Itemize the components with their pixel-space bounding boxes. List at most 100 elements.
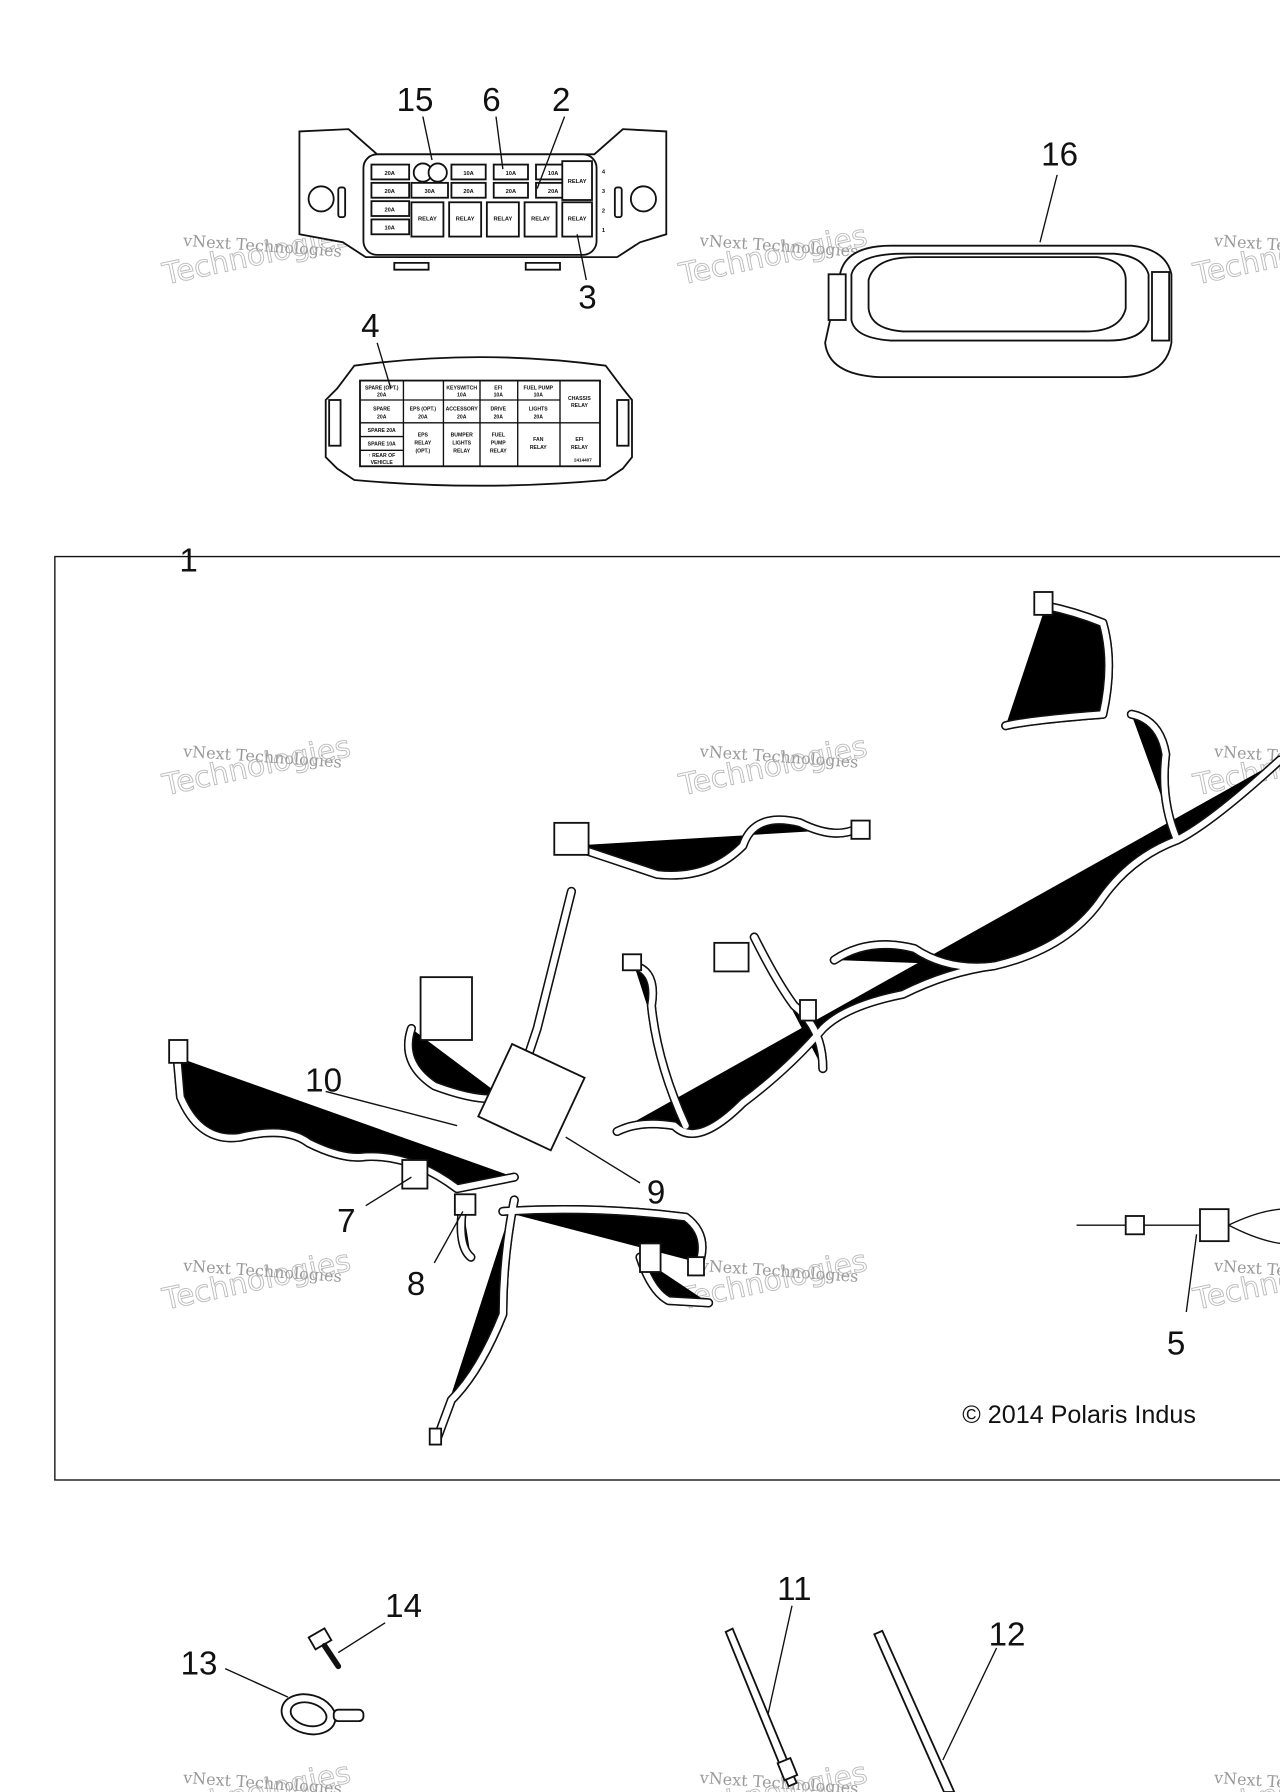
svg-text:SPARE 20A: SPARE 20A: [368, 428, 396, 434]
svg-text:SPARE: SPARE: [373, 406, 391, 412]
svg-text:2414407: 2414407: [574, 458, 592, 463]
svg-text:RELAY: RELAY: [493, 217, 512, 223]
svg-text:10A: 10A: [548, 171, 558, 177]
connector: [1033, 591, 1054, 616]
svg-text:2: 2: [602, 209, 605, 215]
svg-text:20A: 20A: [418, 414, 428, 420]
svg-text:4: 4: [602, 170, 606, 176]
svg-text:PUMP: PUMP: [491, 441, 506, 447]
fuse-box-cover: [824, 244, 1173, 379]
connector: [419, 976, 473, 1041]
svg-text:RELAY: RELAY: [571, 445, 588, 451]
connector: [713, 941, 750, 973]
copyright: © 2014 Polaris Indus: [962, 1401, 1196, 1429]
svg-text:10A: 10A: [534, 393, 544, 399]
connector: [799, 999, 817, 1022]
callout-7: 7: [337, 1203, 355, 1240]
svg-text:SPARE 10A: SPARE 10A: [368, 442, 396, 448]
svg-text:EFI: EFI: [494, 386, 503, 392]
callout-11: 11: [777, 1571, 811, 1608]
connector: [639, 1242, 662, 1273]
svg-text:Technologies: Technologies: [159, 729, 354, 803]
leader-lines: [224, 116, 1198, 1761]
svg-text:RELAY: RELAY: [418, 217, 437, 223]
svg-text:RELAY: RELAY: [568, 179, 587, 185]
svg-text:10A: 10A: [457, 393, 467, 399]
svg-text:RELAY: RELAY: [456, 217, 475, 223]
svg-text:20A: 20A: [494, 414, 504, 420]
svg-text:10A: 10A: [506, 171, 516, 177]
harness-frame: [54, 555, 1280, 1481]
svg-text:Technologies: Technologies: [675, 729, 870, 803]
callout-5: 5: [1167, 1325, 1185, 1362]
svg-text:LIGHTS: LIGHTS: [452, 441, 471, 447]
jumper-harness: [1076, 1208, 1280, 1245]
svg-text:10A: 10A: [494, 393, 504, 399]
svg-text:Technologies: Technologies: [159, 1244, 354, 1318]
svg-text:20A: 20A: [534, 414, 544, 420]
cable-tie-11: [724, 1627, 799, 1788]
svg-text:Technologies: Technologies: [1190, 1244, 1280, 1318]
svg-text:20A: 20A: [377, 393, 387, 399]
svg-text:KEYSWITCH: KEYSWITCH: [446, 386, 477, 392]
svg-text:RELAY: RELAY: [571, 403, 588, 409]
callout-6: 6: [482, 82, 500, 119]
svg-text:20A: 20A: [384, 171, 394, 177]
svg-text:RELAY: RELAY: [568, 217, 587, 223]
svg-text:20A: 20A: [377, 414, 387, 420]
svg-text:1: 1: [602, 228, 606, 234]
callout-14: 14: [385, 1588, 422, 1625]
svg-text:(OPT.): (OPT.): [415, 449, 430, 455]
svg-text:20A: 20A: [548, 189, 558, 195]
callouts: 15 6 2 3 4 16 1 10 9 7 8 5 14 13 11 12: [179, 82, 1185, 1682]
callout-16: 16: [1041, 137, 1078, 174]
callout-12: 12: [989, 1617, 1026, 1654]
callout-15: 15: [397, 82, 434, 119]
svg-text:BUMPER: BUMPER: [451, 433, 474, 439]
svg-text:FUEL PUMP: FUEL PUMP: [524, 386, 554, 392]
svg-text:Technologies: Technologies: [1190, 218, 1280, 292]
harness-fuse-box: [477, 1042, 586, 1152]
callout-3: 3: [578, 280, 596, 317]
svg-text:RELAY: RELAY: [490, 449, 507, 455]
connector: [428, 1427, 443, 1446]
svg-text:VEHICLE: VEHICLE: [371, 460, 394, 466]
bolt: [307, 1627, 342, 1670]
svg-text:DRIVE: DRIVE: [490, 406, 506, 412]
svg-text:SPARE (OPT.): SPARE (OPT.): [365, 386, 399, 392]
callout-9: 9: [647, 1174, 665, 1211]
connector: [687, 1256, 705, 1277]
svg-text:20A: 20A: [506, 189, 516, 195]
svg-text:EPS: EPS: [418, 433, 429, 439]
svg-text:RELAY: RELAY: [414, 441, 431, 447]
svg-text:RELAY: RELAY: [530, 445, 547, 451]
connector-8: [453, 1193, 477, 1216]
callout-2: 2: [552, 82, 570, 119]
callout-4: 4: [361, 308, 379, 345]
fuse-box-relay-block: 20A 10A 10A 10A 20A 30A 20A 20A 20A 20A …: [298, 128, 668, 271]
connector: [621, 953, 643, 972]
svg-text:ACCESSORY: ACCESSORY: [446, 406, 479, 412]
svg-text:20A: 20A: [463, 189, 473, 195]
connector: [850, 819, 871, 840]
callout-8: 8: [407, 1266, 425, 1303]
svg-text:FAN: FAN: [533, 437, 544, 443]
clamp: [280, 1693, 365, 1736]
callout-1: 1: [179, 542, 197, 579]
svg-text:EFI: EFI: [575, 437, 584, 443]
callout-10: 10: [305, 1062, 342, 1099]
connector: [553, 821, 590, 856]
svg-text:10A: 10A: [384, 226, 394, 232]
svg-text:LIGHTS: LIGHTS: [529, 406, 548, 412]
svg-text:30A: 30A: [424, 189, 434, 195]
fuse-slots: 20A 10A 10A 10A 20A 30A 20A 20A 20A 20A …: [370, 160, 606, 238]
svg-text:↑ REAR OF: ↑ REAR OF: [368, 453, 395, 459]
connector-7: [401, 1159, 429, 1190]
